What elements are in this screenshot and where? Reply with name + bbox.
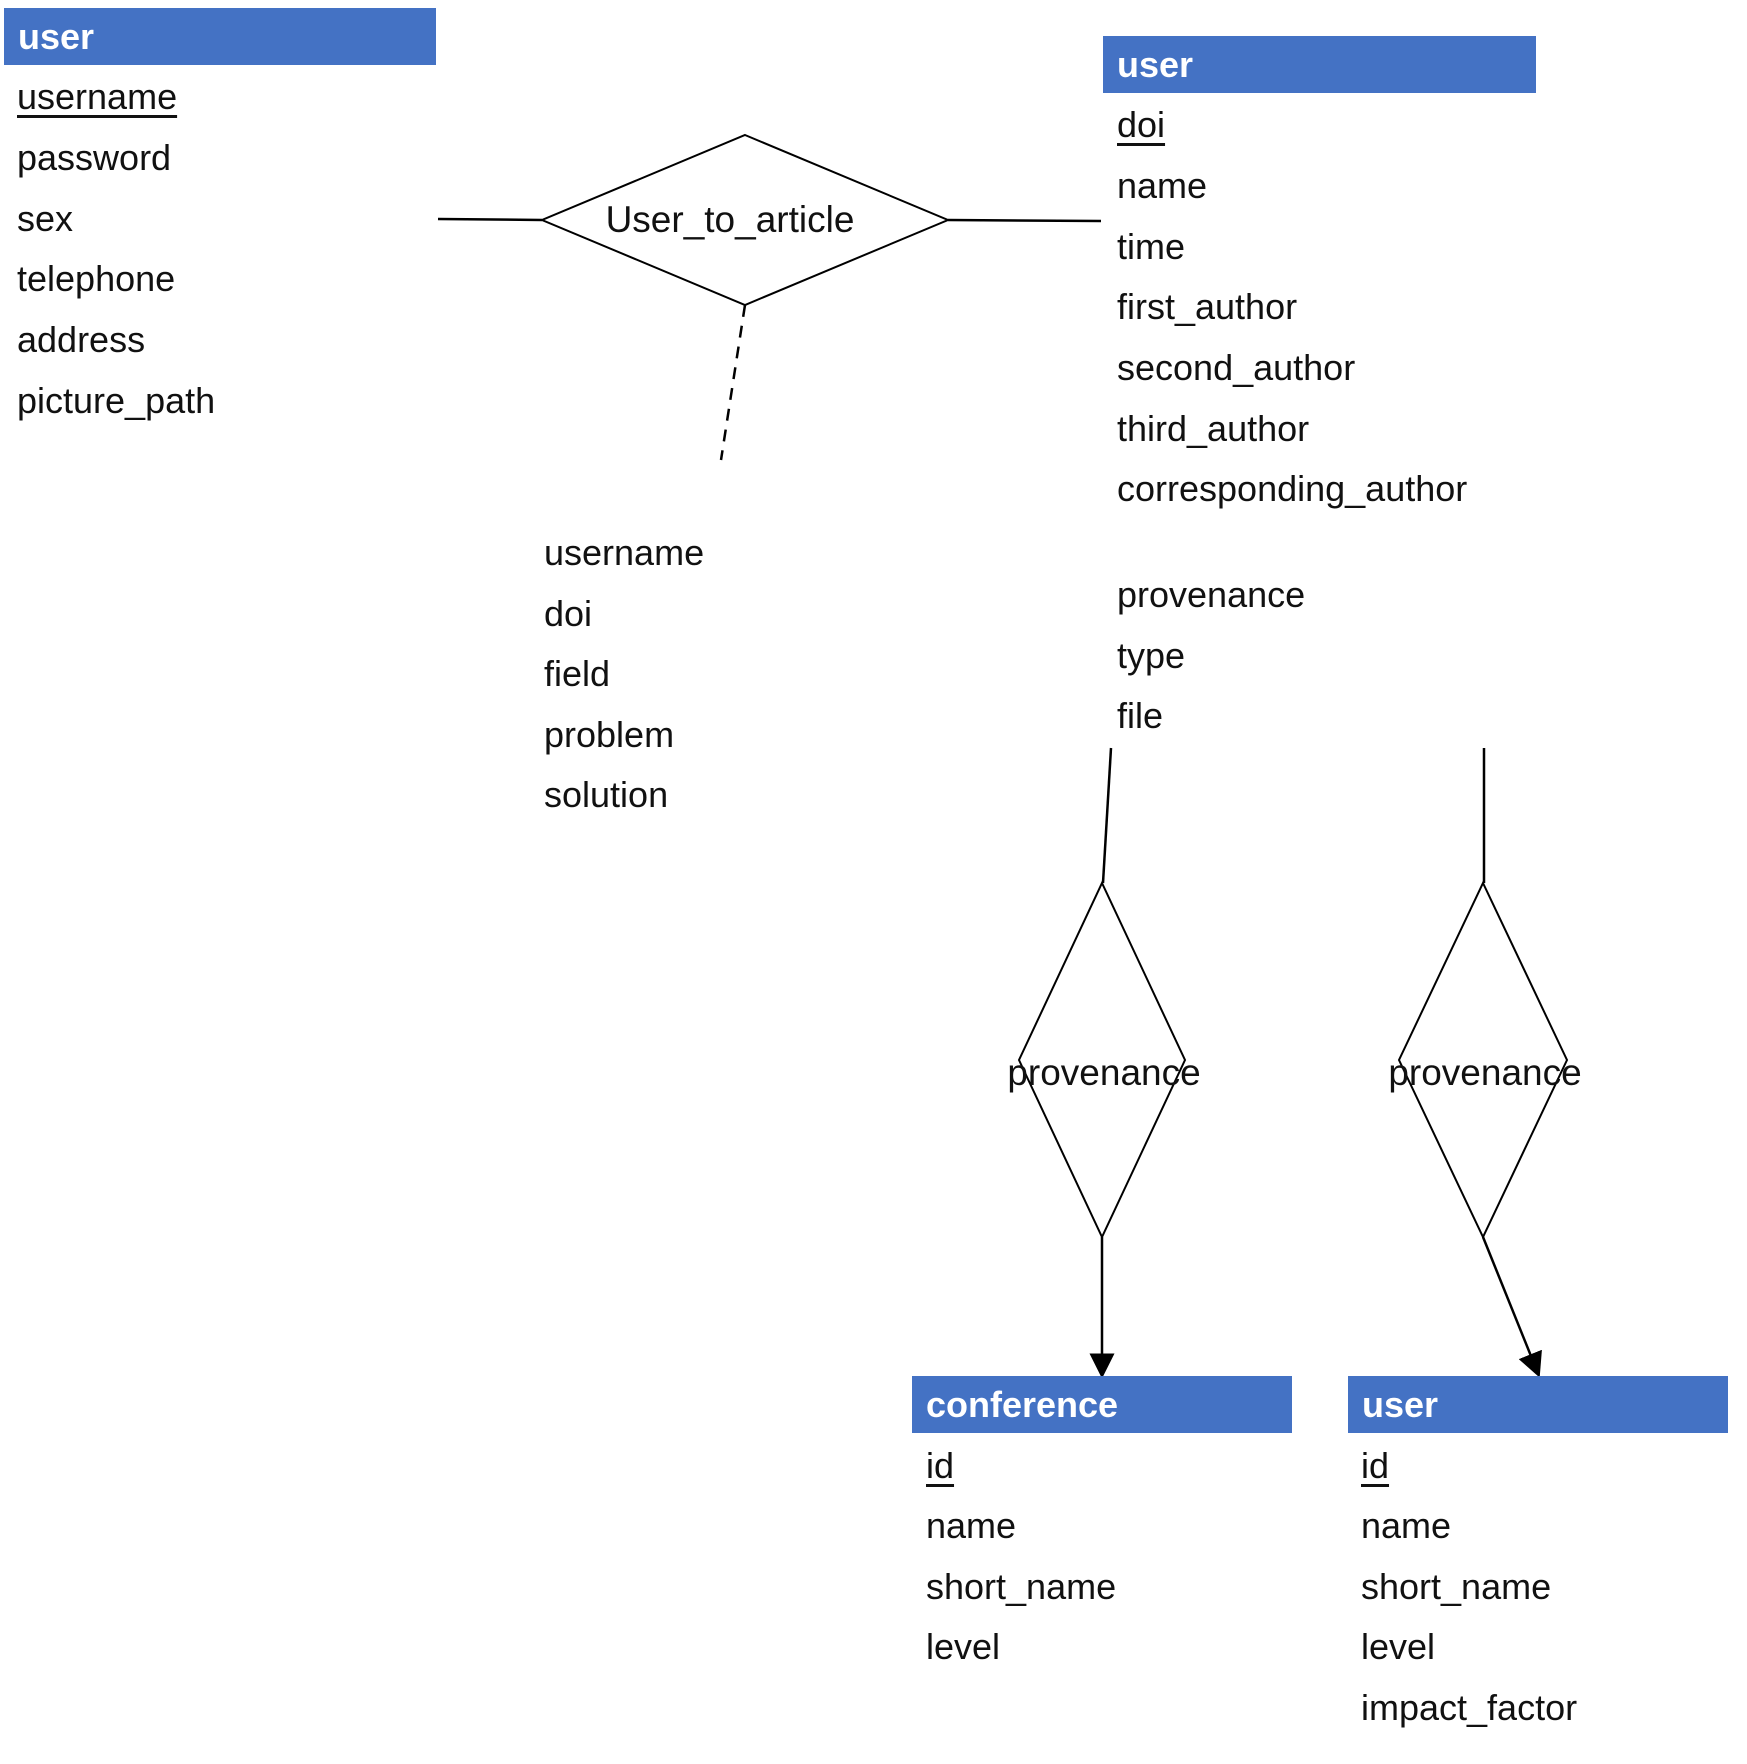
attr-journal-id: id <box>1361 1445 1390 1486</box>
attr-article-first-author: first_author <box>1117 286 1298 327</box>
relationship-label-user-to-article: User_to_article <box>605 199 855 240</box>
attr-user-username: username <box>17 76 178 117</box>
attr-article-second-author: second_author <box>1117 347 1356 388</box>
attr-article-name: name <box>1117 165 1208 206</box>
attr-conference-name: name <box>926 1505 1017 1546</box>
entity-header-conference: conference <box>912 1376 1292 1433</box>
line-relationship-to-article <box>947 218 1102 223</box>
rel-attr-field: field <box>544 653 611 694</box>
attr-article-corresponding-author: corresponding_author <box>1117 468 1468 509</box>
attr-article-time: time <box>1117 226 1186 267</box>
attr-user-password: password <box>17 137 172 178</box>
entity-header-user: user <box>4 8 436 65</box>
attr-journal-name: name <box>1361 1505 1452 1546</box>
attr-journal-level: level <box>1361 1626 1436 1667</box>
attr-journal-short-name: short_name <box>1361 1566 1552 1607</box>
relationship-label-provenance-journal: provenance <box>1388 1052 1582 1093</box>
arrow-provenance-to-journal <box>1481 1236 1542 1378</box>
attr-journal-impact-factor: impact_factor <box>1361 1687 1578 1728</box>
attr-user-picture-path: picture_path <box>17 380 216 421</box>
attr-user-sex: sex <box>17 198 74 239</box>
attr-article-third-author: third_author <box>1117 408 1310 449</box>
attr-article-doi: doi <box>1117 104 1166 145</box>
entity-header-journal: user <box>1348 1376 1728 1433</box>
line-relationship-attributes-dashed <box>719 304 747 461</box>
entity-header-article: user <box>1103 36 1536 93</box>
attr-article-provenance: provenance <box>1117 574 1306 615</box>
relationship-label-provenance-conference: provenance <box>1007 1052 1201 1093</box>
rel-attr-doi: doi <box>544 593 593 634</box>
attr-conference-id: id <box>926 1445 955 1486</box>
attr-conference-level: level <box>926 1626 1001 1667</box>
rel-attr-username: username <box>544 532 705 573</box>
rel-attr-problem: problem <box>544 714 675 755</box>
rel-attr-solution: solution <box>544 774 669 815</box>
attr-user-address: address <box>17 319 146 360</box>
line-user-to-relationship <box>437 217 543 222</box>
attr-article-file: file <box>1117 695 1164 736</box>
line-article-to-provenance-conference <box>1101 747 1113 884</box>
attr-conference-short-name: short_name <box>926 1566 1117 1607</box>
attr-article-type: type <box>1117 635 1186 676</box>
attr-user-telephone: telephone <box>17 258 176 299</box>
